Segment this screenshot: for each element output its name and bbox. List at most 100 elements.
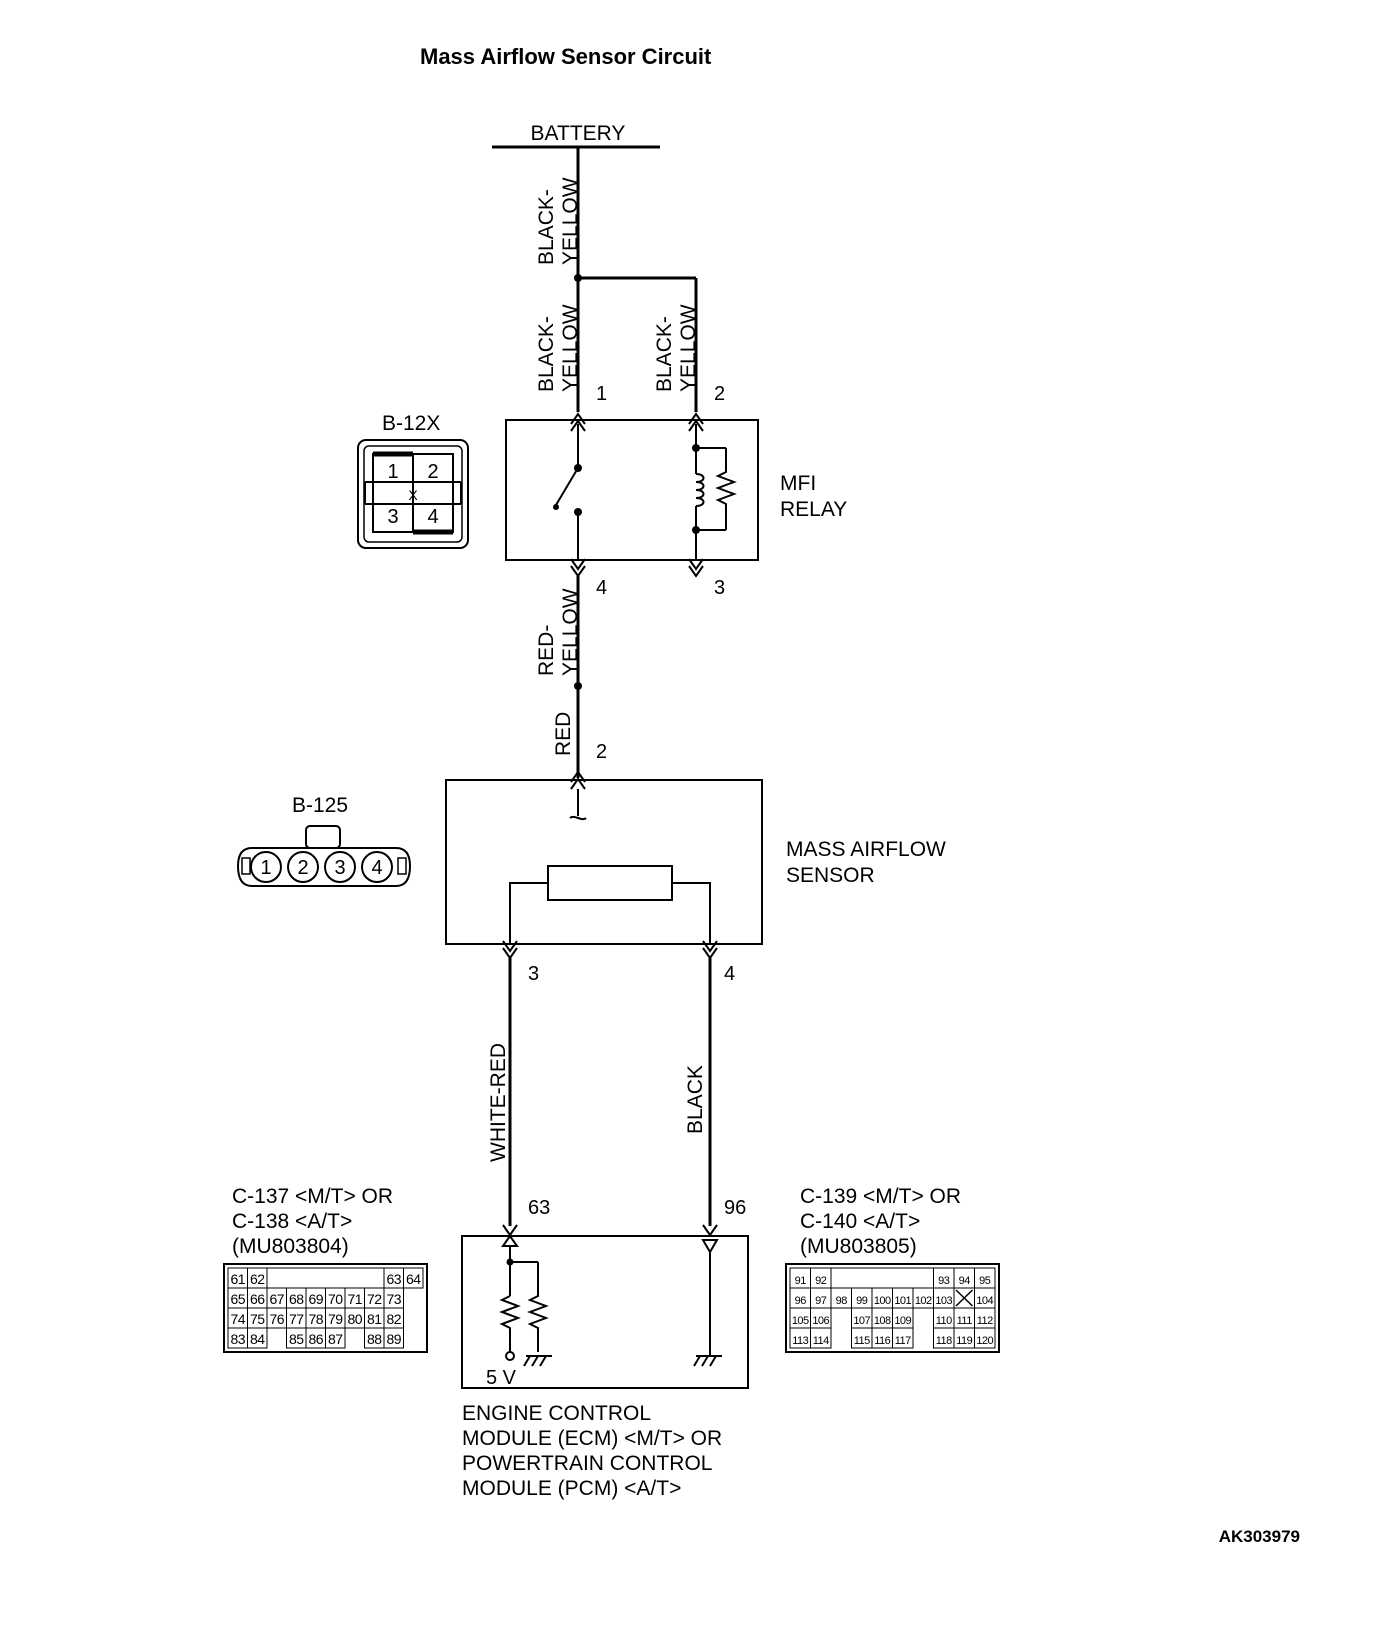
ecm-left-grid-outer: [223, 1263, 428, 1353]
connector-b12x-id: B-12X: [382, 412, 440, 435]
wire-label-white-red-text: WHITE-RED: [487, 1043, 510, 1162]
b125-cavity-1: 1: [260, 857, 271, 879]
ecm-name-line4: MODULE (PCM) <A/T>: [462, 1477, 681, 1500]
ecm-connector-left-label2: C-138 <A/T>: [232, 1210, 352, 1233]
ecm-right-grid-pin: 108: [874, 1315, 891, 1327]
ecm-left-grid-pin: 85: [289, 1331, 304, 1347]
figure-id: AK303979: [1219, 1527, 1300, 1546]
wire-label-battery-main-l2: YELLOW: [559, 177, 582, 265]
ecm-left-grid-pin: 86: [308, 1331, 323, 1347]
ecm-left-grid-pin: 88: [367, 1331, 382, 1347]
relay-terminal-2-icon: [688, 412, 704, 432]
ecm-left-grid-pin: 79: [328, 1311, 343, 1327]
ecm-left-grid-pin: 62: [250, 1271, 265, 1287]
ecm-left-grid-pin: 82: [386, 1311, 401, 1327]
ecm-right-grid-pin: 95: [979, 1275, 991, 1287]
ecm-right-grid-pin: 103: [935, 1295, 952, 1307]
relay-pin-3: 3: [714, 577, 725, 599]
ecm-right-grid-pin: 107: [853, 1315, 870, 1327]
relay-pin-4: 4: [596, 577, 607, 599]
relay-pin-2: 2: [714, 383, 725, 405]
ecm-right-grid-pin: 120: [976, 1335, 993, 1347]
ecm-left-grid-cell: [383, 1327, 404, 1349]
b12x-center-mark: X: [408, 487, 418, 503]
splice-dot-red: [574, 682, 582, 690]
ecm-right-grid-pin: 91: [795, 1275, 807, 1287]
maf-open-end-icon: [569, 789, 587, 821]
wire-label-relay-pin1-l2: YELLOW: [559, 304, 582, 392]
relay-pin-1: 1: [596, 383, 607, 405]
wire-label-black: BLACK: [684, 1065, 707, 1134]
ecm-right-grid-pin: 104: [976, 1295, 993, 1307]
ecm-right-grid-pin: 106: [812, 1315, 829, 1327]
ecm-left-grid-cell: [403, 1267, 424, 1289]
ecm-right-grid-pin: 93: [938, 1275, 950, 1287]
relay-terminal-3-icon: [688, 558, 704, 578]
ecm-right-grid-pin: 114: [813, 1335, 829, 1347]
relay-name-line2: RELAY: [780, 498, 847, 521]
connector-b125: B-125 1 2 3 4: [236, 794, 412, 887]
ecm-pin-96: 96: [724, 1197, 746, 1219]
ecm-right-grid-pin: 101: [894, 1295, 911, 1307]
ecm-left-grid-pin: 61: [230, 1271, 245, 1287]
ecm-left-grid-pin: 84: [250, 1331, 265, 1347]
wire-label-relay-pin2-l1: BLACK-: [653, 316, 676, 392]
ecm-right-grid-pin: 100: [874, 1295, 891, 1307]
ecm-right-grid-pin: 116: [874, 1335, 890, 1347]
b12x-cavity-4: 4: [427, 506, 438, 528]
ecm-left-grid-pin: 76: [269, 1311, 284, 1327]
ecm-left-grid-pin: 68: [289, 1291, 304, 1307]
ecm-name-line2: MODULE (ECM) <M/T> OR: [462, 1427, 722, 1450]
wire-label-relay-pin2-l2: YELLOW: [677, 304, 700, 392]
ecm-left-grid-pin: 72: [367, 1291, 382, 1307]
ecm-connector-right-label2: C-140 <A/T>: [800, 1210, 920, 1233]
wire-label-red-yellow-l1: RED-: [535, 625, 558, 676]
maf-pin-3: 3: [528, 963, 539, 985]
ecm-right-grid-cell: [892, 1327, 914, 1349]
ecm-left-grid-pin: 78: [308, 1311, 323, 1327]
wire-label-battery-main: BLACK- YELLOW: [535, 177, 582, 265]
ecm-right-grid-lock-tab: [830, 1267, 934, 1289]
ecm-input-96-icon: [701, 1239, 719, 1254]
ecm-left-grid-pin: 89: [386, 1331, 401, 1347]
wire-label-relay-pin1-l1: BLACK-: [535, 316, 558, 392]
relay-resistor-icon: [715, 448, 737, 530]
ecm-right-grid-pin: 110: [936, 1315, 952, 1327]
b125-cavity-2: 2: [297, 857, 308, 879]
b125-cavity-4: 4: [371, 857, 382, 879]
ecm-connector-left-label1: C-137 <M/T> OR: [232, 1185, 393, 1208]
ecm-box: [461, 1235, 749, 1389]
wire-label-relay-pin1: BLACK- YELLOW: [535, 304, 582, 392]
ecm-ground-icon: [693, 1252, 722, 1367]
ecm-left-grid-pin: 80: [347, 1311, 362, 1327]
ecm-right-grid-cell: [810, 1327, 832, 1349]
ecm-left-grid-pin: 66: [250, 1291, 265, 1307]
ecm-right-grid-cell: [974, 1327, 996, 1349]
ecm-left-grid-pin: 63: [386, 1271, 401, 1287]
ecm-left-grid-pin: 64: [406, 1271, 421, 1287]
connector-b12x: B-12X 1 2 X 3 4: [357, 412, 469, 549]
ecm-right-grid-pin: 97: [815, 1295, 827, 1307]
relay-coil-icon: [692, 424, 737, 560]
ecm-left-grid-pin: 69: [308, 1291, 323, 1307]
maf-sensor-box: [445, 779, 763, 945]
ecm-right-grid-pin: 111: [957, 1315, 973, 1327]
ecm-pullup-resistors-icon: [499, 1246, 552, 1367]
ecm-connector-left-label3: (MU803804): [232, 1235, 349, 1258]
ecm-left-grid-pin: 67: [269, 1291, 284, 1307]
ecm-name-line3: POWERTRAIN CONTROL: [462, 1452, 712, 1475]
ecm-voltage: 5 V: [486, 1367, 517, 1389]
ecm-left-grid-pin: 73: [386, 1291, 401, 1307]
ecm-terminal-63-icon: [502, 1224, 518, 1237]
wire-label-relay-pin2: BLACK- YELLOW: [653, 304, 700, 392]
relay-switch-icon: [553, 424, 582, 560]
mfi-relay-box: [505, 419, 759, 561]
relay-terminal-4-icon: [570, 558, 586, 578]
connector-b125-id: B-125: [292, 794, 348, 817]
maf-pin-4: 4: [724, 963, 735, 985]
ecm-right-grid-pin: 92: [815, 1275, 827, 1287]
ecm-right-grid-pin: 118: [936, 1335, 952, 1347]
